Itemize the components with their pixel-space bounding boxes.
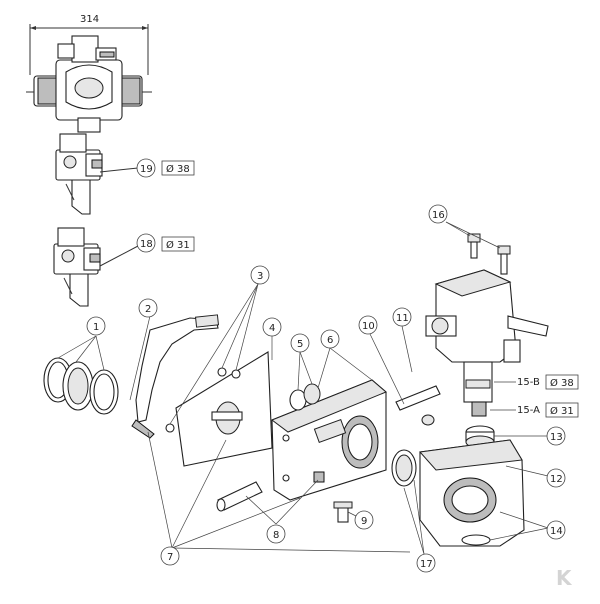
diameter-15a-label: Ø 31 bbox=[550, 405, 574, 417]
callout-14 bbox=[546, 520, 566, 540]
part-7-ref: 7 bbox=[147, 431, 411, 566]
part-8-pin: 8 bbox=[216, 479, 319, 544]
part-9-pin: 9 bbox=[333, 501, 374, 530]
diameter-15b-label: Ø 38 bbox=[550, 377, 574, 389]
callout-13-label: 13 bbox=[550, 432, 563, 443]
callout-5-label: 5 bbox=[297, 339, 303, 350]
callout-7 bbox=[160, 546, 180, 566]
callout-9-label: 9 bbox=[361, 516, 367, 527]
callout-4-label: 4 bbox=[269, 323, 275, 334]
part-3-plate: 3 bbox=[165, 265, 273, 467]
upper-hitch-head: 15-B Ø 38 15-A Ø 31 bbox=[425, 269, 579, 418]
callout-10-label: 10 bbox=[362, 321, 375, 332]
diameter-19-label: Ø 38 bbox=[166, 163, 190, 175]
callout-4 bbox=[262, 317, 282, 337]
diameter-box-15b bbox=[545, 374, 579, 390]
callout-19 bbox=[136, 158, 156, 178]
callout-15a-label: 15-A bbox=[517, 405, 540, 416]
callout-3-label: 3 bbox=[257, 271, 263, 282]
callout-19-label: 19 bbox=[140, 164, 153, 175]
callout-2 bbox=[138, 298, 158, 318]
callout-10 bbox=[358, 315, 378, 335]
diameter-box-18 bbox=[161, 236, 195, 252]
callout-3 bbox=[250, 265, 270, 285]
callout-6-label: 6 bbox=[327, 335, 333, 346]
callout-13 bbox=[546, 426, 566, 446]
brand-logo-text: K bbox=[556, 566, 573, 590]
callout-7-label: 7 bbox=[167, 552, 173, 563]
callout-12 bbox=[546, 468, 566, 488]
callout-5 bbox=[290, 333, 310, 353]
lower-jaw: 12 14 17 bbox=[391, 439, 566, 573]
callout-8 bbox=[266, 524, 286, 544]
callout-17 bbox=[416, 553, 436, 573]
callout-16 bbox=[428, 204, 448, 224]
top-assembly-view: 314 bbox=[26, 14, 152, 133]
diameter-box-15a bbox=[545, 402, 579, 418]
variant-18-view: 18 Ø 31 bbox=[53, 227, 195, 307]
callout-17-label: 17 bbox=[420, 559, 433, 570]
variant-19-view: 19 Ø 38 bbox=[55, 133, 195, 215]
diameter-18-label: Ø 31 bbox=[166, 239, 190, 251]
part-16-bolts: 16 bbox=[428, 204, 511, 275]
callout-1-label: 1 bbox=[93, 322, 99, 333]
callout-9 bbox=[354, 510, 374, 530]
part-10-11-shaft: 10 11 bbox=[358, 307, 441, 426]
callout-18-label: 18 bbox=[140, 239, 153, 250]
callout-11-label: 11 bbox=[396, 313, 409, 324]
callout-15b-label: 15-B bbox=[517, 377, 540, 388]
brand-logo: K bbox=[548, 566, 588, 590]
callout-18 bbox=[136, 233, 156, 253]
part-4-gasket: 4 bbox=[262, 317, 282, 360]
callout-8-label: 8 bbox=[273, 530, 279, 541]
callout-2-label: 2 bbox=[145, 304, 151, 315]
part-1-rings: 1 bbox=[43, 316, 119, 415]
callout-11 bbox=[392, 307, 412, 327]
main-housing: 5 6 bbox=[270, 329, 387, 501]
diameter-box-19 bbox=[161, 160, 195, 176]
callout-1 bbox=[86, 316, 106, 336]
callout-6 bbox=[320, 329, 340, 349]
callout-14-label: 14 bbox=[550, 526, 563, 537]
callout-16-label: 16 bbox=[432, 210, 445, 221]
callout-12-label: 12 bbox=[550, 474, 563, 485]
dimension-314-label: 314 bbox=[80, 14, 99, 25]
